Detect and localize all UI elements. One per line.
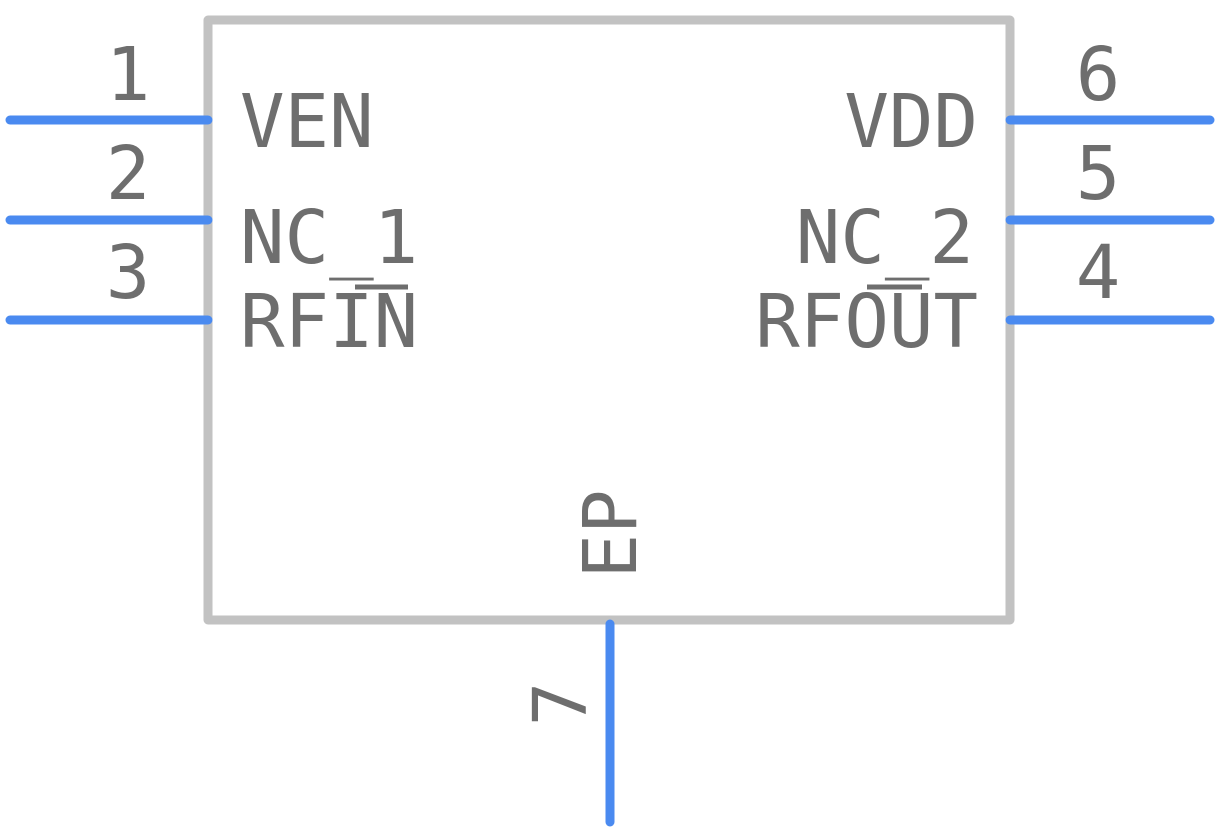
pin-3-name: RFIN: [240, 279, 418, 365]
pin-5-number: 5: [1076, 131, 1121, 217]
pin-3-number: 3: [106, 230, 151, 316]
pin-2: 2 NC_1: [5, 131, 418, 281]
pin-4-number: 4: [1076, 230, 1121, 316]
pin-4-name: RFOUT: [755, 279, 978, 365]
pin-6-name: VDD: [844, 79, 978, 165]
pin-5: 5 NC_2: [796, 131, 1215, 281]
pin-2-name: NC_1: [240, 195, 418, 281]
pin-7-number: 7: [518, 682, 604, 727]
pin-6-number: 6: [1076, 32, 1121, 118]
pin-6: 6 VDD: [844, 32, 1215, 165]
pin-1-name: VEN: [240, 79, 374, 165]
pin-7: 7 EP: [518, 489, 654, 827]
pin-1-number: 1: [106, 32, 151, 118]
pin-7-name: EP: [568, 489, 654, 578]
pin-2-number: 2: [106, 131, 151, 217]
component-body: [203, 15, 1015, 625]
pin-5-name: NC_2: [796, 195, 974, 281]
pin-3: 3 RFIN: [5, 230, 418, 365]
pin-1: 1 VEN: [5, 32, 374, 165]
pin-4: 4 RFOUT: [755, 230, 1215, 365]
